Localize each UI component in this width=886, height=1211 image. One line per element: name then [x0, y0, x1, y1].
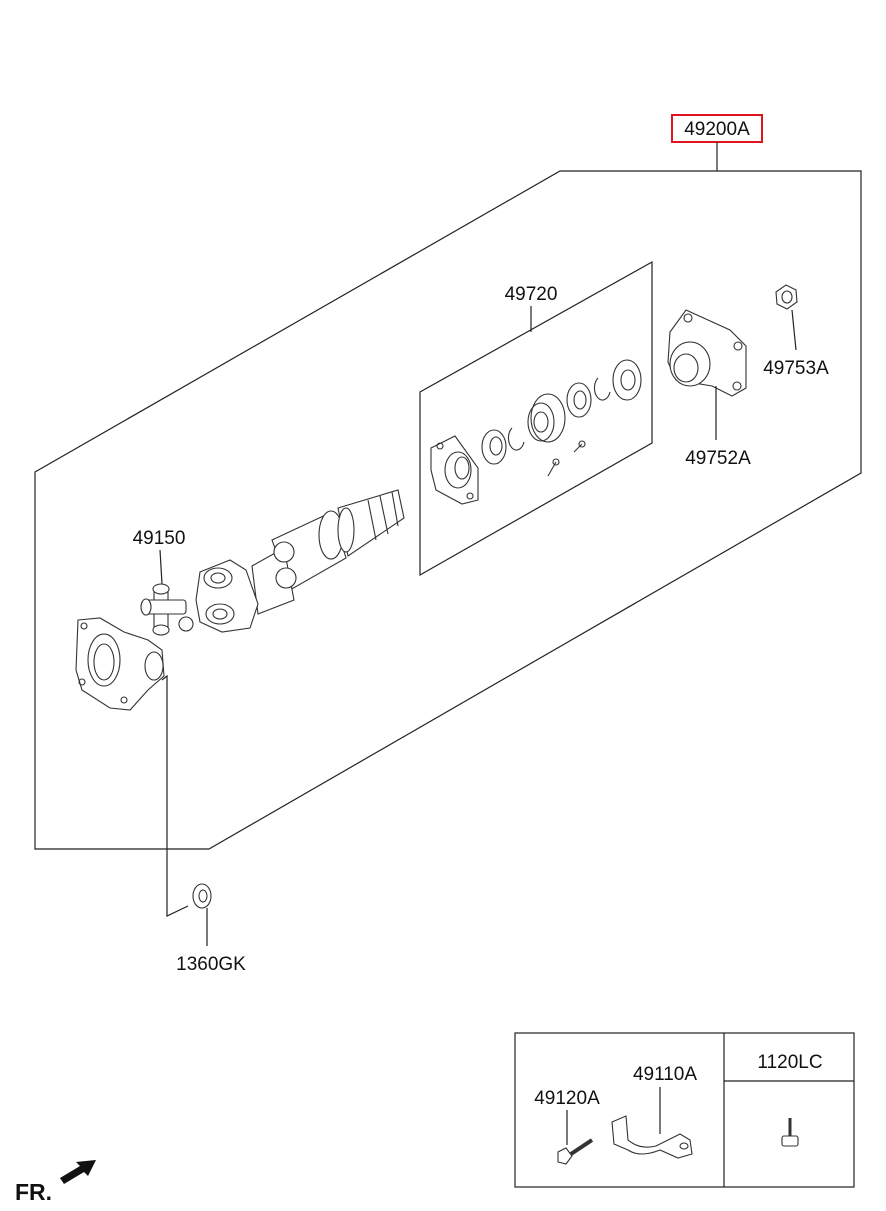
seal-ring-1 — [481, 429, 507, 465]
label-1360GK[interactable]: 1360GK — [176, 954, 246, 975]
mounting-bracket — [611, 1115, 693, 1159]
grease-fittings — [547, 440, 586, 477]
assembly-outline — [34, 170, 862, 850]
label-49200A: 49200A — [684, 119, 750, 140]
screw-icon — [781, 1118, 799, 1147]
snap-ring-2 — [593, 377, 611, 401]
leader-1360GK-bracket — [161, 674, 189, 917]
label-49120A[interactable]: 49120A — [534, 1088, 600, 1109]
leader-49150 — [159, 549, 163, 585]
label-1120LC[interactable]: 1120LC — [757, 1052, 822, 1073]
universal-joint-spider — [140, 583, 194, 636]
dust-seal — [612, 359, 642, 401]
label-49150[interactable]: 49150 — [133, 528, 186, 549]
center-bearing — [527, 393, 566, 443]
label-49752A[interactable]: 49752A — [685, 448, 751, 469]
label-49720[interactable]: 49720 — [505, 284, 558, 305]
direction-label: FR. — [15, 1179, 52, 1205]
seal-ring-2 — [566, 382, 592, 418]
hardware-table — [514, 1032, 855, 1188]
label-49110A[interactable]: 49110A — [633, 1064, 697, 1085]
snap-ring-1 — [507, 427, 525, 451]
leader-49753A — [791, 309, 797, 351]
front-arrow-icon — [60, 1160, 96, 1184]
companion-flange — [667, 309, 747, 397]
bearing-kit-box — [419, 260, 653, 577]
label-49753A[interactable]: 49753A — [763, 358, 829, 379]
lock-washer — [192, 883, 212, 909]
part-label-49200A[interactable]: 49200A — [671, 114, 763, 143]
center-bearing-bracket — [430, 435, 479, 505]
propeller-shaft — [195, 489, 405, 633]
flange-nut — [775, 284, 798, 310]
flange-yoke — [75, 617, 165, 711]
bracket-bolt — [557, 1138, 594, 1165]
